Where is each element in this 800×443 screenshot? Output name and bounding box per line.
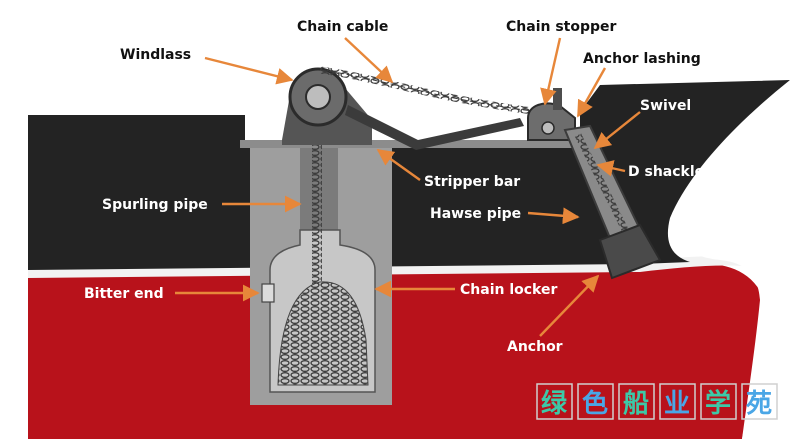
bow-contour — [677, 80, 800, 439]
chain-in-pipe — [312, 140, 322, 285]
watermark-char: 学 — [705, 388, 731, 419]
label-windlass: Windlass — [120, 47, 191, 63]
watermark-char: 业 — [664, 389, 690, 419]
watermark-char: 苑 — [746, 389, 772, 419]
label-d-shackle: D shackle — [628, 164, 704, 180]
label-spurling-pipe: Spurling pipe — [102, 197, 208, 213]
hull-red — [28, 263, 765, 439]
windlass-hub — [305, 84, 331, 110]
label-swivel: Swivel — [640, 98, 691, 114]
label-bitter-end: Bitter end — [84, 286, 164, 302]
watermark-char: 色 — [582, 388, 608, 419]
label-hawse-pipe: Hawse pipe — [430, 206, 521, 222]
chain-cable-links — [319, 69, 541, 113]
label-anchor-lashing: Anchor lashing — [583, 51, 701, 67]
label-group: Chain cable Chain stopper Windlass Ancho… — [120, 19, 701, 67]
watermark-char: 绿 — [541, 389, 568, 419]
deck-dark — [28, 80, 790, 270]
label-chain-locker: Chain locker — [460, 282, 557, 298]
label-chain-cable: Chain cable — [297, 19, 388, 35]
watermark: 绿 色 船 业 学 苑 — [536, 383, 778, 420]
stopper-pin — [541, 121, 555, 135]
label-group-light: Swivel D shackle Stripper bar Spurling p… — [84, 98, 704, 355]
watermark-char: 船 — [623, 388, 649, 419]
stopper-post — [553, 88, 562, 110]
stripper-bar — [345, 105, 524, 150]
leader-arrows — [175, 37, 641, 337]
bitter-end-fitting — [261, 283, 275, 303]
label-chain-stopper: Chain stopper — [506, 19, 617, 35]
label-stripper-bar: Stripper bar — [424, 174, 520, 190]
label-anchor: Anchor — [507, 339, 563, 355]
anchor-shape — [598, 223, 662, 280]
